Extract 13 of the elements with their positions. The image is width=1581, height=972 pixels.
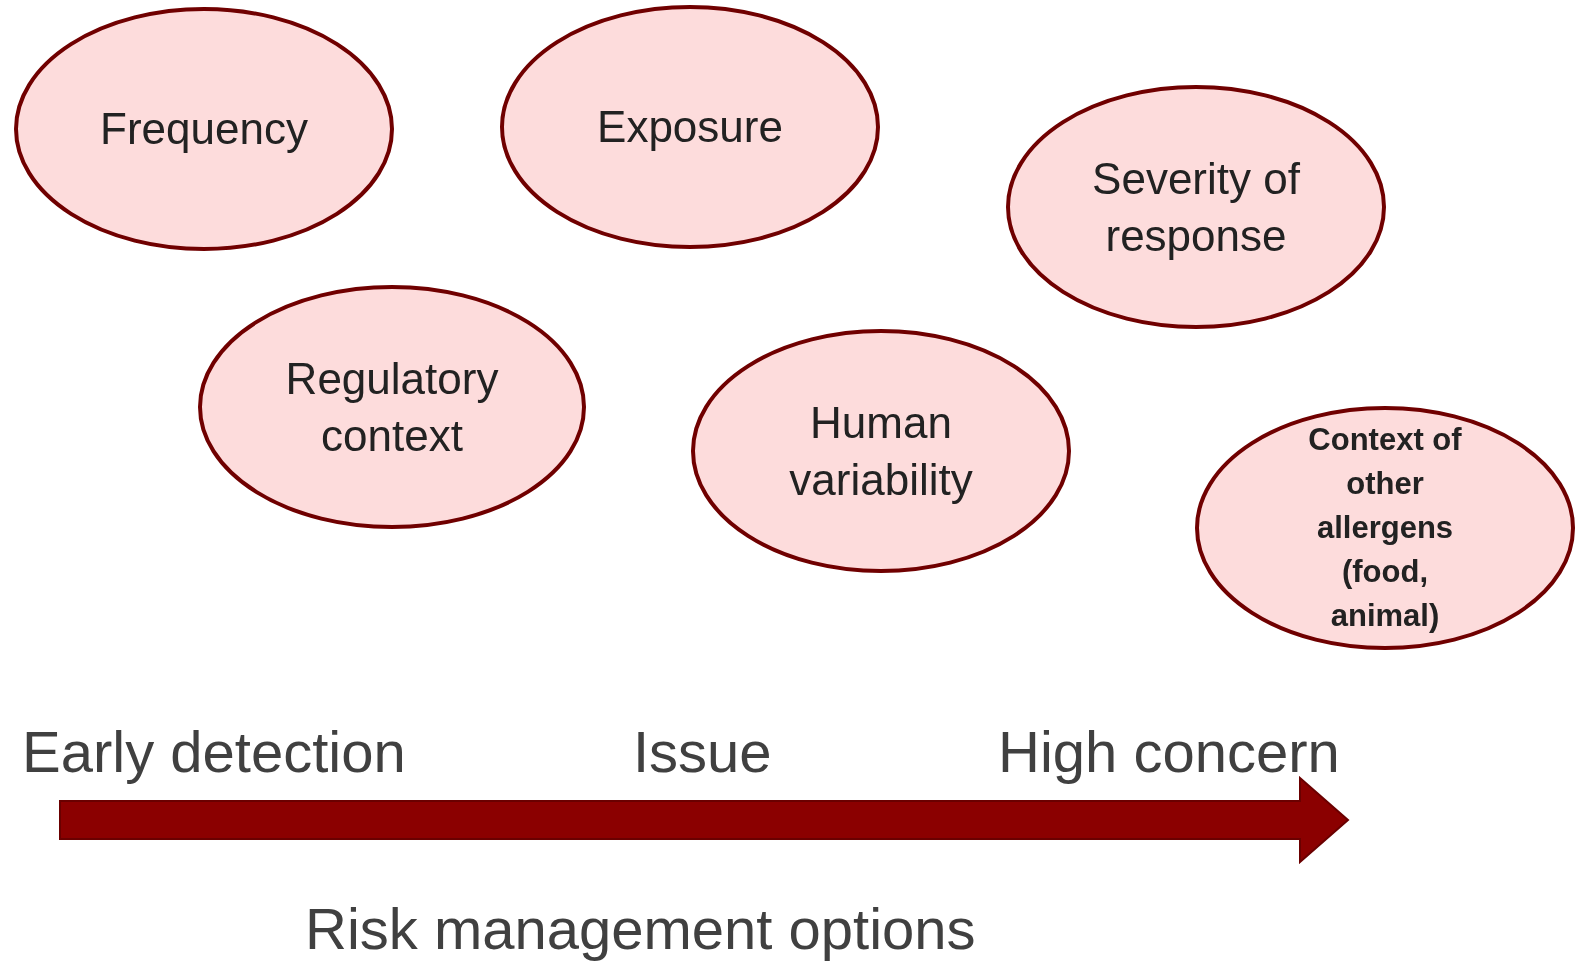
- ellipse: [500, 5, 880, 249]
- node-label: Frequency: [99, 103, 309, 156]
- scale-label: Issue: [633, 723, 772, 781]
- node-label: Human variability: [788, 396, 974, 506]
- ellipse: [1006, 85, 1386, 329]
- ellipse: [1195, 406, 1575, 650]
- node-label: Context of other allergens (food, animal): [1307, 420, 1463, 635]
- ellipse: [198, 285, 586, 529]
- node-label: Regulatory context: [284, 352, 500, 462]
- ellipse: [691, 329, 1071, 573]
- node-label: Severity of response: [1091, 152, 1301, 262]
- node-label: Exposure: [596, 101, 784, 154]
- ellipse: [14, 7, 394, 251]
